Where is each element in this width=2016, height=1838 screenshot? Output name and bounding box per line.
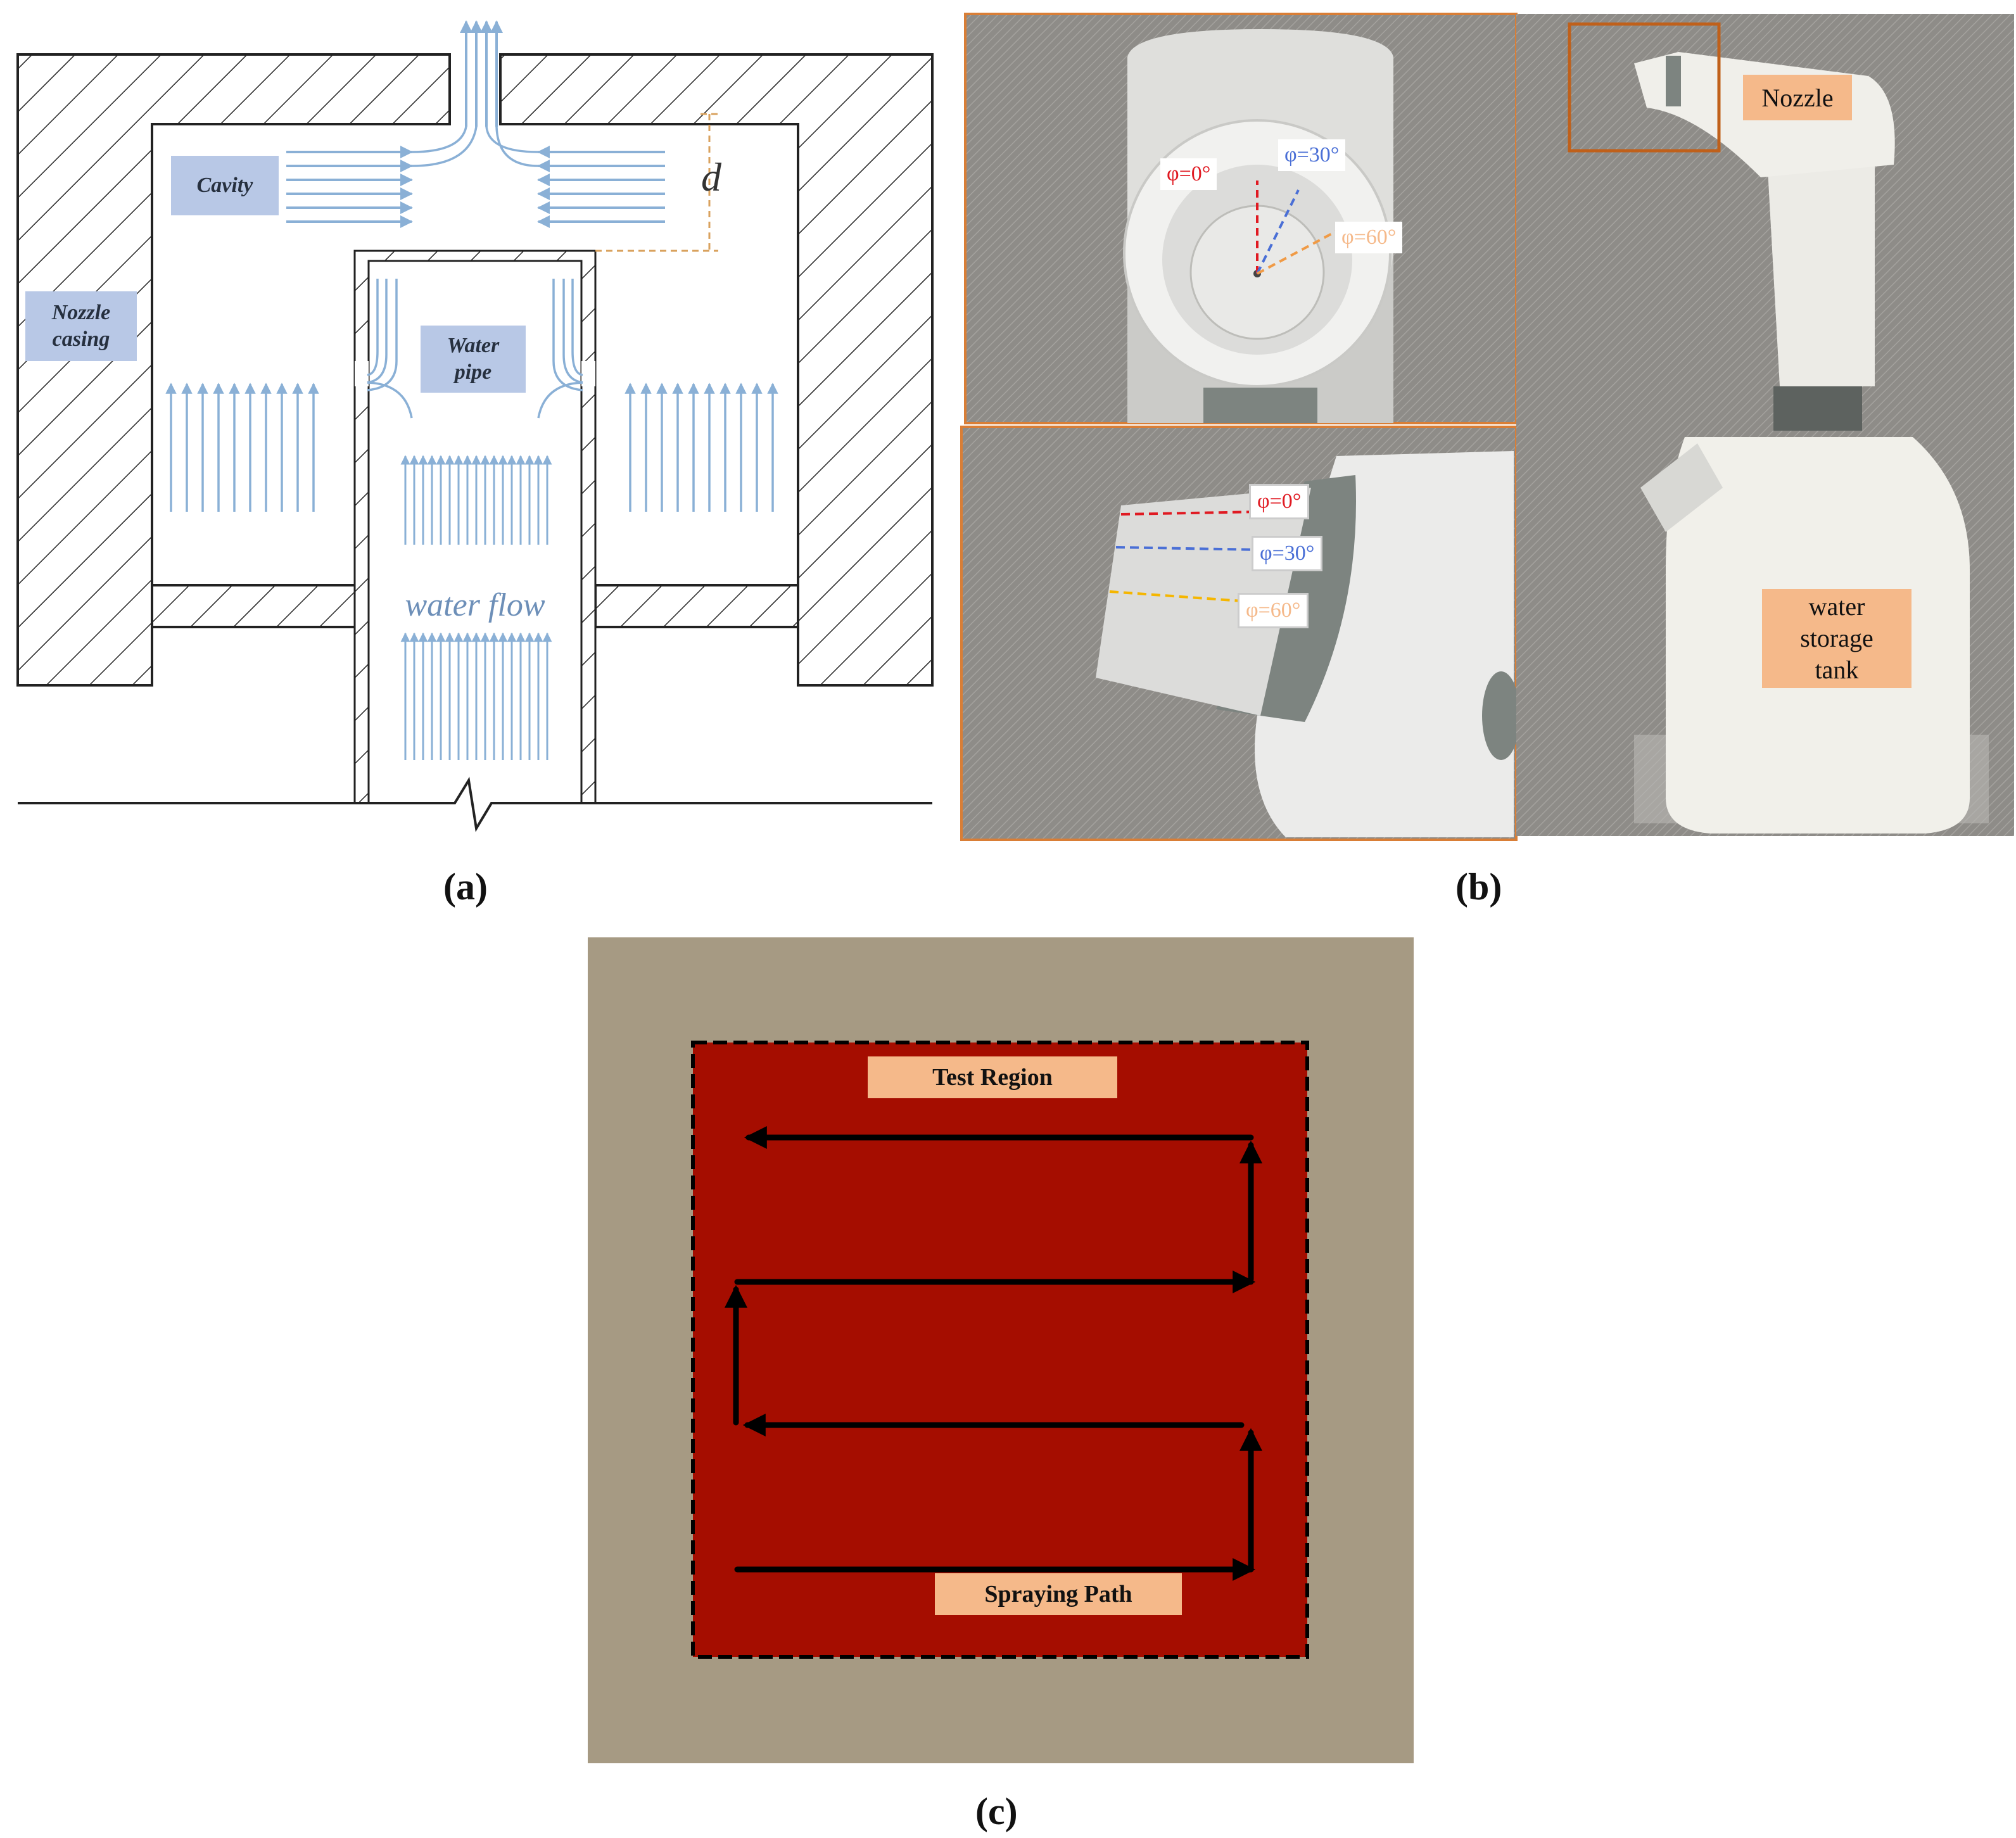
sprayer-head-grey-band — [1666, 56, 1681, 106]
nozzle-front-shadow — [1127, 253, 1393, 423]
sprayer-handle — [1767, 152, 1875, 386]
nozzle-casing-label: Nozzle casing — [25, 291, 137, 361]
streamline — [367, 381, 413, 419]
base-plate-left — [151, 584, 357, 628]
d-dimension — [595, 113, 718, 252]
side-angle-line-0 — [1120, 510, 1261, 516]
angle-label-30: φ=30° — [1278, 139, 1346, 171]
cavity-label: Cavity — [171, 156, 279, 215]
caption-b: (b) — [1455, 866, 1502, 908]
pipe-slot-left — [355, 361, 369, 386]
nozzle-casing-wall — [16, 53, 451, 687]
side-angle-label-0: φ=0° — [1249, 484, 1310, 519]
base-plate-right — [594, 584, 799, 628]
streamline — [552, 279, 583, 391]
nozzle-label: Nozzle — [1743, 75, 1852, 120]
nozzle-side-button — [1482, 671, 1520, 760]
d-label: d — [701, 155, 721, 200]
caption-c: (c) — [975, 1790, 1018, 1832]
side-angle-label-60: φ=60° — [1238, 593, 1309, 628]
panel-a-diagram — [16, 20, 934, 832]
angle-label-0: φ=0° — [1160, 158, 1217, 190]
streamline — [571, 279, 583, 376]
streamline — [367, 279, 379, 376]
streamline — [537, 381, 583, 419]
side-angle-label-30: φ=30° — [1252, 536, 1323, 571]
side-angle-line-30 — [1115, 546, 1258, 551]
caption-a: (a) — [443, 866, 488, 908]
nozzle-casing-wall-right — [499, 53, 934, 687]
sprayer-neck — [1773, 386, 1862, 431]
spraying-path-label: Spraying Path — [935, 1573, 1182, 1615]
test-region-area — [691, 1041, 1309, 1659]
angle-line-60 — [1257, 230, 1337, 275]
nozzle-front-grey-band — [1203, 388, 1317, 423]
streamline — [411, 126, 478, 167]
streamline — [495, 126, 539, 167]
water-pipe-label: Water pipe — [421, 326, 526, 393]
angle-label-60: φ=60° — [1335, 222, 1403, 253]
water-storage-tank-label: water storage tank — [1762, 589, 1911, 688]
sprayer-spout — [1640, 443, 1723, 532]
test-region-label: Test Region — [868, 1056, 1117, 1098]
ground-line — [18, 776, 932, 832]
streamline — [367, 279, 398, 391]
panel-b-photos — [960, 13, 2014, 841]
nozzle-highlight-box — [1568, 22, 1721, 153]
streamline — [411, 126, 467, 153]
pipe-slot-right — [581, 361, 595, 386]
water-flow-label: water flow — [393, 583, 557, 627]
side-angle-line-60 — [1109, 590, 1252, 603]
streamline — [485, 126, 539, 153]
angle-line-30 — [1256, 189, 1300, 274]
